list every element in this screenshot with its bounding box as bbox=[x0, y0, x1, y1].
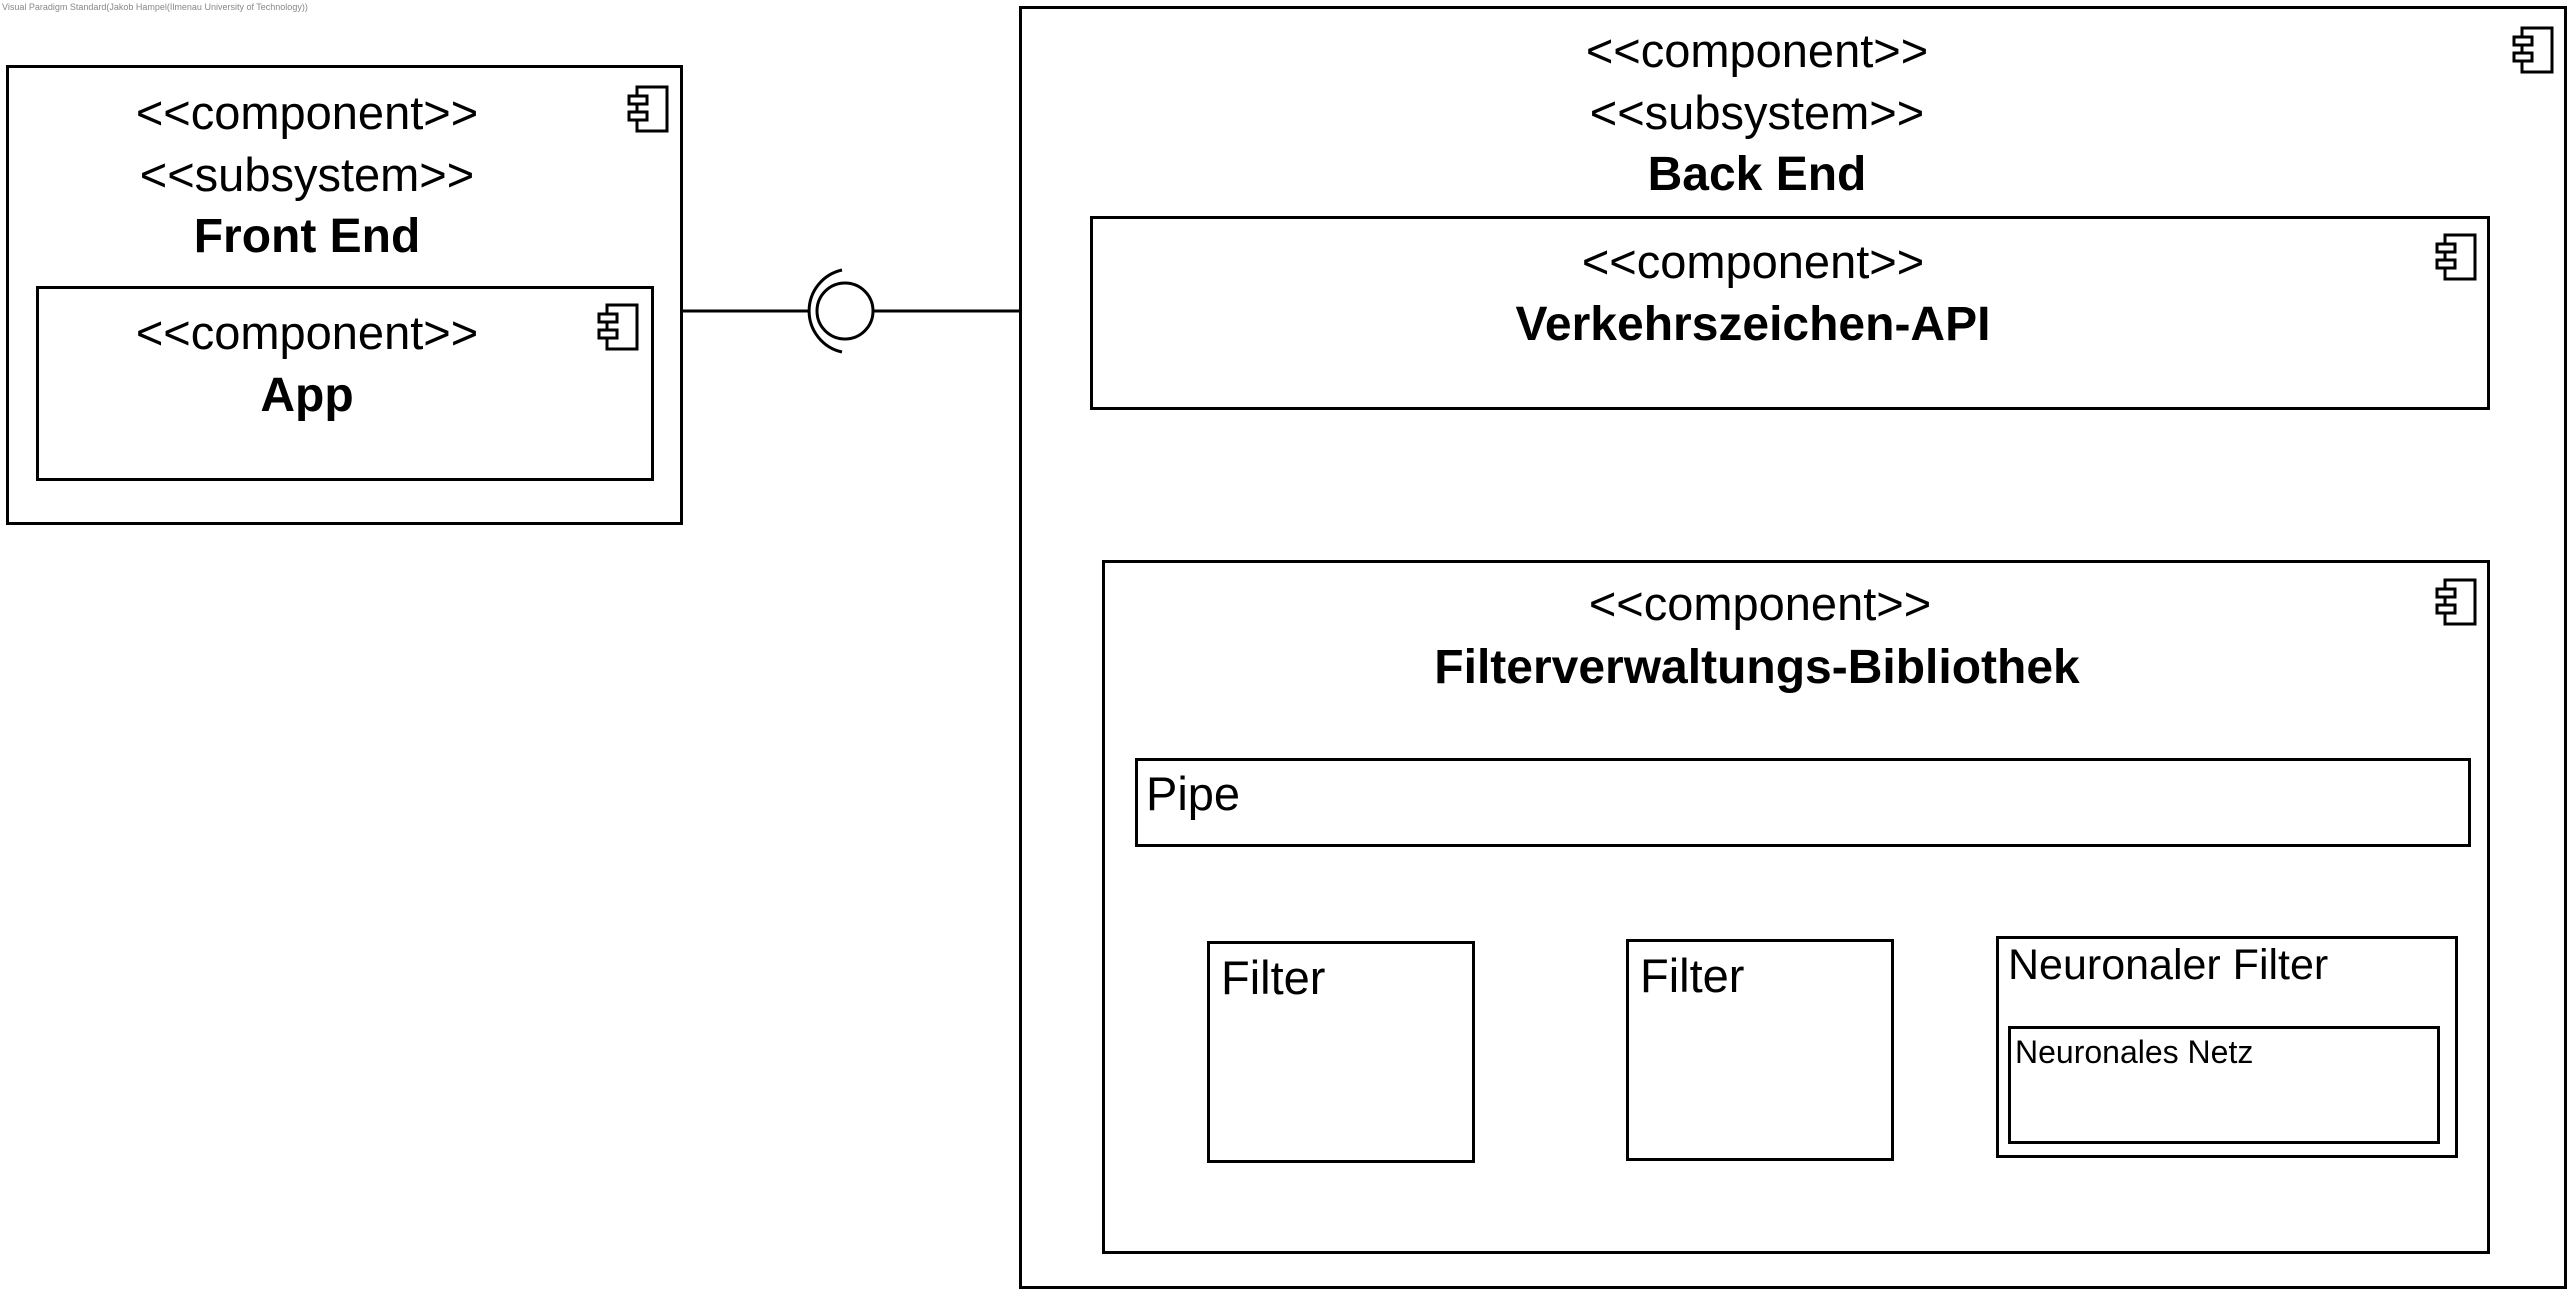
component-icon bbox=[2435, 233, 2477, 281]
filter-box-2 bbox=[1626, 939, 1894, 1161]
front-end-stereotype-subsystem: <<subsystem>> bbox=[139, 148, 475, 201]
filter-label-1: Filter bbox=[1221, 951, 1326, 1004]
app-component bbox=[36, 286, 654, 481]
app-title: App bbox=[260, 369, 354, 422]
library-stereotype: <<component>> bbox=[1588, 577, 1932, 630]
pipe-label: Pipe bbox=[1146, 767, 1241, 820]
watermark: Visual Paradigm Standard(Jakob Hampel(Il… bbox=[2, 2, 308, 12]
required-interface-socket-app bbox=[807, 268, 843, 354]
provided-interface-ball-api bbox=[815, 281, 875, 341]
filter-label-2: Filter bbox=[1640, 949, 1745, 1002]
pipe-box bbox=[1135, 758, 2471, 847]
component-icon bbox=[2512, 26, 2554, 74]
app-stereotype: <<component>> bbox=[135, 306, 479, 359]
api-stereotype: <<component>> bbox=[1581, 235, 1925, 288]
filter-box-1 bbox=[1207, 941, 1475, 1163]
back-end-stereotype-subsystem: <<subsystem>> bbox=[1589, 86, 1925, 139]
neural-network-label: Neuronales Netz bbox=[2015, 1034, 2254, 1070]
component-icon bbox=[597, 303, 639, 351]
back-end-title: Back End bbox=[1647, 148, 1867, 201]
neural-network-box bbox=[2008, 1026, 2440, 1144]
component-icon bbox=[627, 85, 669, 133]
component-icon bbox=[2435, 578, 2477, 626]
back-end-stereotype-component: <<component>> bbox=[1585, 24, 1929, 77]
front-end-title: Front End bbox=[193, 210, 421, 263]
api-title: Verkehrszeichen-API bbox=[1515, 298, 1991, 351]
neural-filter-label: Neuronaler Filter bbox=[2008, 941, 2329, 989]
front-end-stereotype-component: <<component>> bbox=[135, 86, 479, 139]
verkehrszeichen-api-component bbox=[1090, 216, 2490, 410]
library-title: Filterverwaltungs-Bibliothek bbox=[1434, 641, 2080, 694]
